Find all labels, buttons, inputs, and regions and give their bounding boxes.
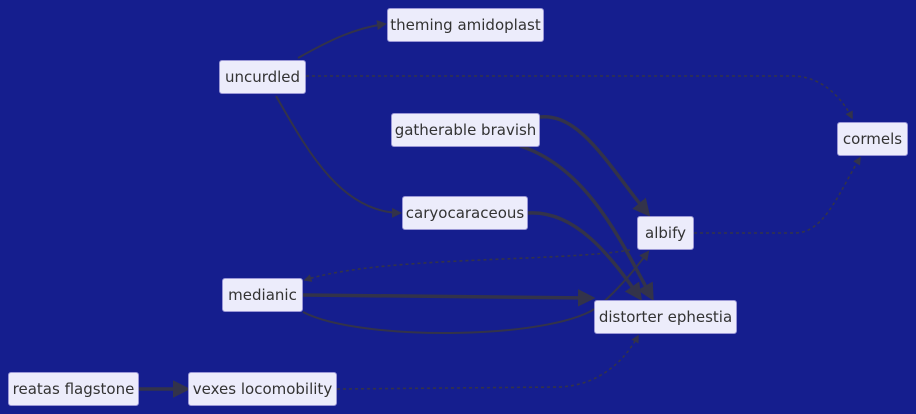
edge-medianic-to-albify <box>302 250 650 334</box>
node-vexes-locomobility[interactable]: vexes locomobility <box>188 372 337 406</box>
edge-uncurdled-to-caryocaraceous <box>275 95 402 218</box>
edge-gatherable-bravish-to-albify <box>539 115 651 217</box>
node-gatherable-bravish[interactable]: gatherable bravish <box>391 113 540 147</box>
node-medianic[interactable]: medianic <box>222 278 303 312</box>
node-distorter-ephestia[interactable]: distorter ephestia <box>594 300 737 334</box>
edge-albify-to-cormels <box>694 156 861 234</box>
edge-uncurdled-to-theming-amidoplast <box>297 20 387 59</box>
node-caryocaraceous[interactable]: caryocaraceous <box>402 196 528 230</box>
edge-caryocaraceous-to-distorter-ephestia <box>527 211 643 301</box>
node-reatas-flagstone[interactable]: reatas flagstone <box>8 372 139 406</box>
node-albify[interactable]: albify <box>637 216 694 250</box>
edge-uncurdled-to-cormels <box>306 75 853 120</box>
node-cormels[interactable]: cormels <box>837 122 908 156</box>
edge-vexes-locomobility-to-distorter-ephestia <box>336 334 639 390</box>
edge-medianic-to-distorter-ephestia <box>302 289 596 307</box>
edge-gatherable-bravish-to-distorter-ephestia <box>519 144 654 302</box>
node-theming-amidoplast[interactable]: theming amidoplast <box>387 8 544 42</box>
node-uncurdled[interactable]: uncurdled <box>219 60 306 94</box>
edge-albify-to-medianic <box>303 249 631 282</box>
